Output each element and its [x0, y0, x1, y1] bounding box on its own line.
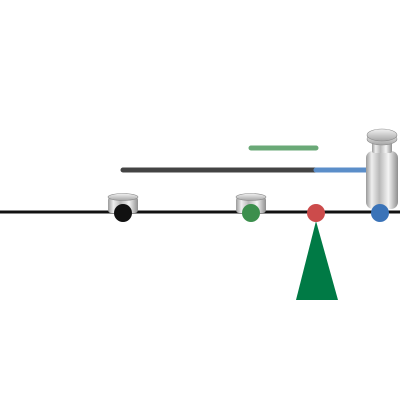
- position-marker-green[interactable]: [242, 204, 260, 222]
- large-weight-right[interactable]: [366, 128, 398, 209]
- fulcrum-marker[interactable]: [307, 204, 325, 222]
- position-marker-black[interactable]: [114, 204, 132, 222]
- fulcrum-triangle: [296, 221, 338, 300]
- position-marker-blue[interactable]: [371, 204, 389, 222]
